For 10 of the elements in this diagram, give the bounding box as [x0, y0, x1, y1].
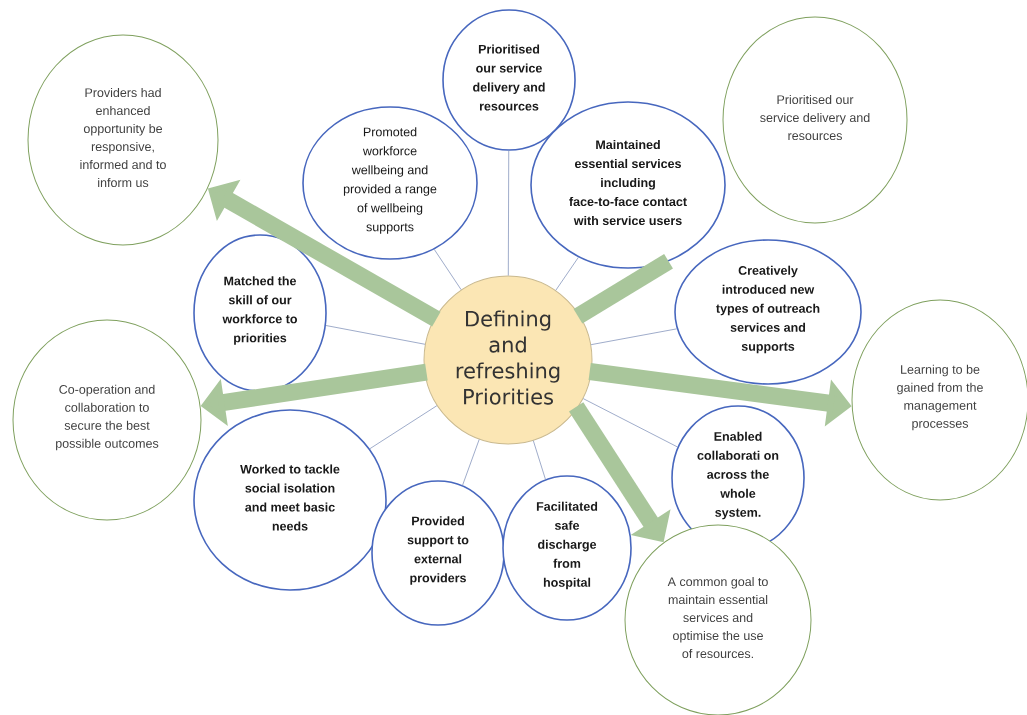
connector-line: [507, 150, 510, 276]
connector-line: [532, 440, 546, 480]
connector-line: [433, 248, 462, 291]
connector-line: [590, 328, 678, 346]
connector-line: [462, 439, 480, 486]
connector-line: [369, 405, 438, 450]
connector-line: [582, 398, 678, 448]
connector-line: [555, 256, 579, 291]
node-label: A common goal to maintain essential services and optimise the use of resources.: [667, 576, 768, 659]
connector-line: [325, 325, 426, 345]
